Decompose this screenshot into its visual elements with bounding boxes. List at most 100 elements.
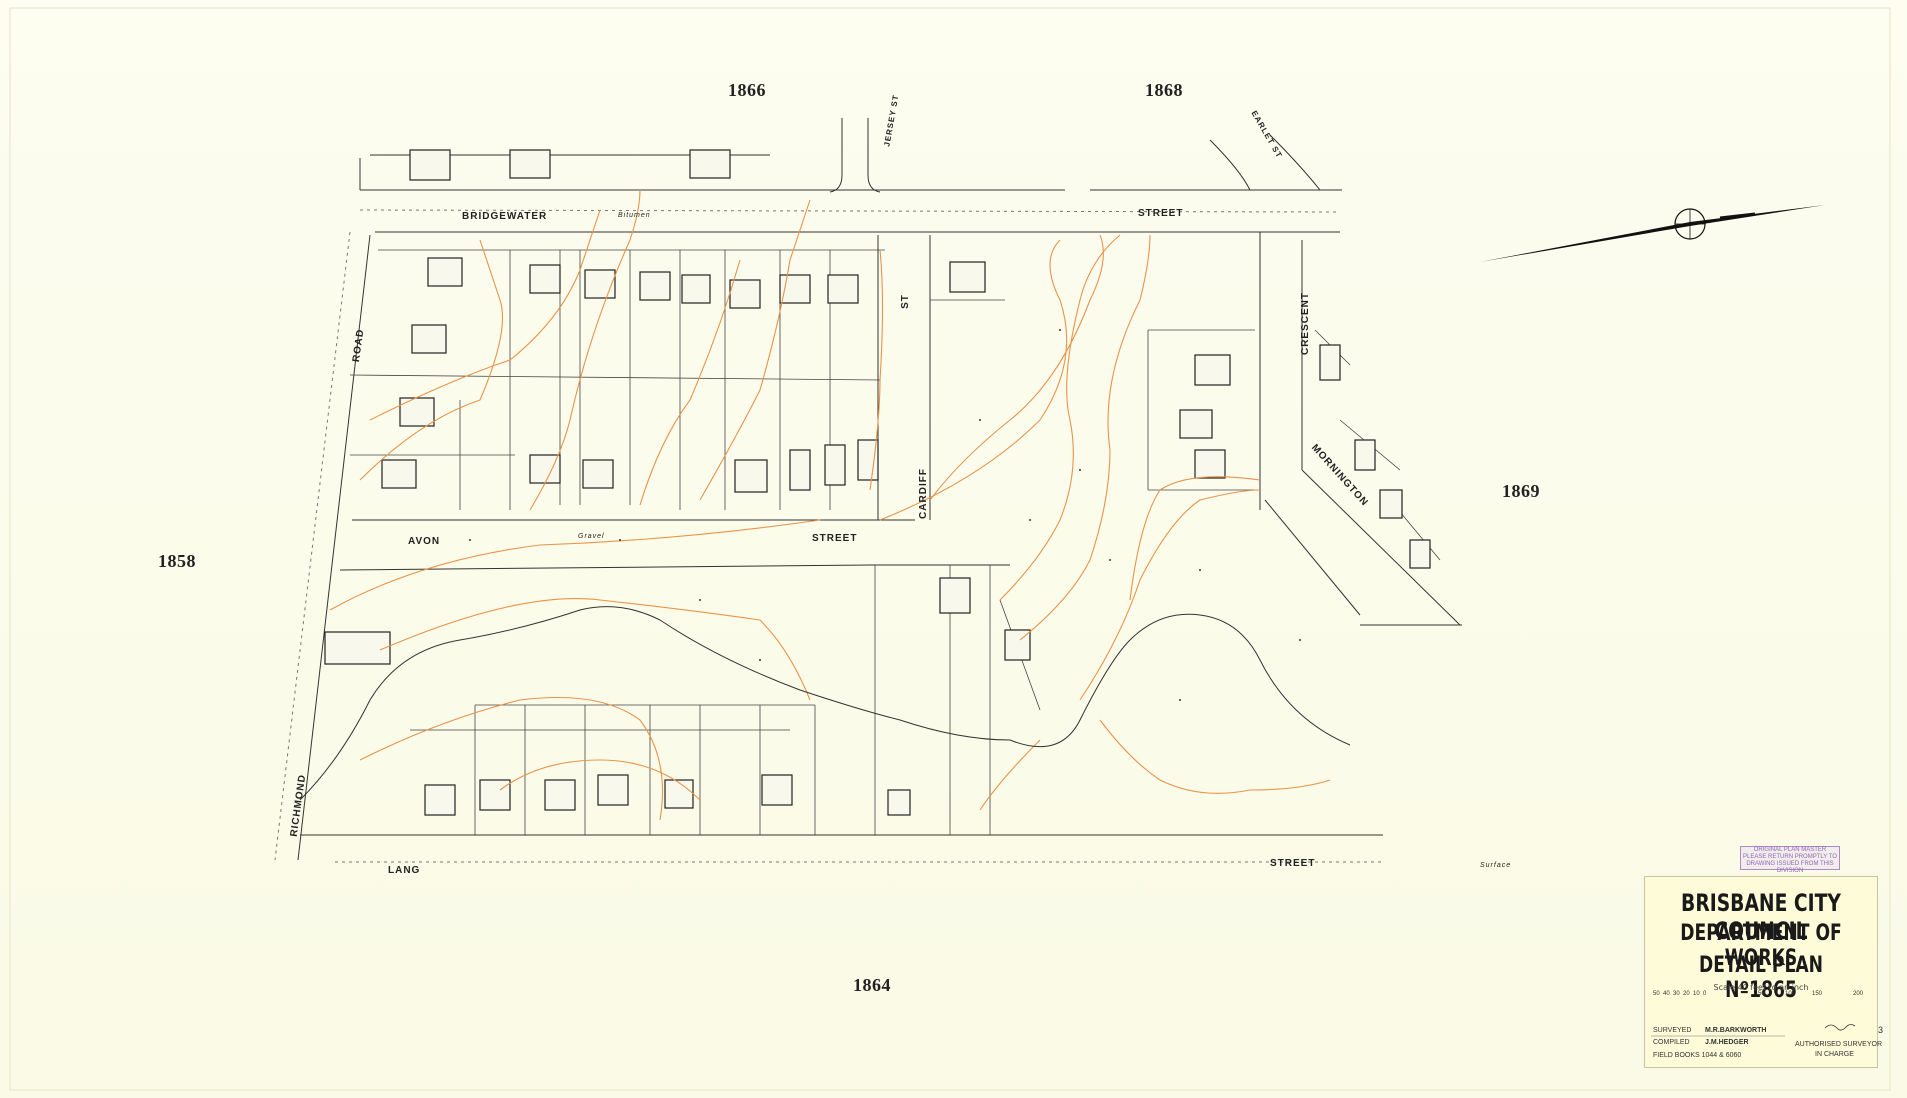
sheet-edge xyxy=(9,7,1891,1091)
field-books: FIELD BOOKS 1044 & 6060 xyxy=(1653,1052,1742,1059)
adjacent-plan-west: 1858 xyxy=(158,551,196,571)
bridgewater-centre xyxy=(359,209,1341,213)
building xyxy=(689,149,731,179)
street-label-bridgewater-street: STREET xyxy=(1138,208,1184,219)
contour xyxy=(499,759,701,801)
scale-tick-label: 10 xyxy=(1693,991,1700,997)
department-name: DEPARTMENT OF WORKS xyxy=(1680,921,1842,971)
earlet-kerb-east xyxy=(1269,134,1321,191)
scale-note: Scale 40 feet to an inch xyxy=(1713,983,1809,992)
building xyxy=(529,454,561,484)
building xyxy=(411,324,447,354)
building xyxy=(324,631,391,665)
scale-tick-label: 50 xyxy=(1758,991,1765,997)
adjacent-plan-east: 1869 xyxy=(1502,481,1540,501)
contour xyxy=(929,234,1104,501)
contour xyxy=(879,239,1068,521)
avon-south-kerb xyxy=(339,564,871,571)
compiled-by: J.M.HEDGER xyxy=(1705,1039,1749,1046)
plan-number: DETAIL PLAN Nº1865 xyxy=(1698,953,1824,1003)
building xyxy=(381,459,417,489)
street-label-avon: AVON xyxy=(408,536,441,547)
building xyxy=(479,779,511,811)
building xyxy=(887,789,911,816)
spot-height xyxy=(1079,469,1081,471)
contour xyxy=(1079,489,1261,701)
building xyxy=(1194,449,1226,479)
building xyxy=(681,274,711,304)
stamp-line: DRAWING ISSUED FROM THIS DIVISION xyxy=(1746,861,1834,874)
spot-height xyxy=(1199,569,1201,571)
scale-tick-label: 20 xyxy=(1683,991,1690,997)
north-arrow-head xyxy=(1719,212,1756,220)
archive-stamp: ORIGINAL PLAN MASTER PLEASE RETURN PROMP… xyxy=(1740,846,1840,874)
contour xyxy=(1019,234,1151,641)
building xyxy=(424,784,456,816)
building xyxy=(582,459,614,489)
north-arrow-icon xyxy=(1480,205,1825,262)
building xyxy=(1409,539,1431,569)
signature-mark xyxy=(1824,1024,1856,1031)
contour xyxy=(329,519,821,611)
building xyxy=(1379,489,1403,519)
building-footprints xyxy=(324,149,1431,816)
scale-tick-label: 150 xyxy=(1812,991,1823,997)
contour xyxy=(869,249,884,491)
building xyxy=(509,149,551,179)
contour xyxy=(359,239,504,481)
building xyxy=(939,577,971,614)
signature-lines xyxy=(1651,1024,1856,1037)
building xyxy=(544,779,576,811)
surface-note-bitumen: Bitumen xyxy=(618,212,651,219)
adjacent-plan-north-left: 1866 xyxy=(728,80,766,100)
mornington-kerb xyxy=(1264,499,1361,616)
building xyxy=(734,459,768,493)
street-label-cardiff-st: ST xyxy=(899,294,911,309)
scale-tick-label: 30 xyxy=(1673,991,1680,997)
contour xyxy=(529,189,641,511)
street-label-bridgewater: BRIDGEWATER xyxy=(462,211,548,222)
street-label-crescent: CRESCENT xyxy=(1300,291,1312,356)
spot-height xyxy=(1299,639,1301,641)
building xyxy=(399,397,435,427)
contour xyxy=(1129,476,1261,601)
road-lines xyxy=(274,118,1462,863)
surveyed-by: M.R.BARKWORTH xyxy=(1705,1027,1767,1034)
compiled-label: COMPILED xyxy=(1653,1039,1690,1046)
contour-lines xyxy=(329,189,1331,821)
lot-boundaries xyxy=(349,249,1441,835)
mornington-kerb-east xyxy=(1301,469,1461,626)
surface-note-gravel: Gravel xyxy=(578,533,605,540)
richmond-east-kerb xyxy=(297,234,371,861)
lot-line xyxy=(349,374,881,381)
earlet-kerb-west xyxy=(1209,139,1251,191)
contour xyxy=(979,739,1041,811)
building xyxy=(597,774,629,806)
building xyxy=(761,774,793,806)
contour xyxy=(1099,719,1331,794)
adjacent-plan-north-right: 1868 xyxy=(1145,80,1183,100)
spot-height xyxy=(469,539,471,541)
north-arrow-needle xyxy=(1480,205,1825,262)
title-block: BRISBANE CITY COUNCIL DEPARTMENT OF WORK… xyxy=(1644,876,1882,1068)
building xyxy=(824,444,846,486)
contour xyxy=(359,696,664,821)
building xyxy=(1194,354,1231,386)
reference-number: 3 xyxy=(1878,1025,1884,1035)
scale-tick-label: 50 xyxy=(1653,991,1660,997)
building xyxy=(529,264,561,294)
spot-height xyxy=(1179,699,1181,701)
scale-tick-label: 200 xyxy=(1853,991,1864,997)
contour xyxy=(639,259,741,506)
richmond-centre xyxy=(274,231,351,861)
contour xyxy=(369,209,601,421)
building xyxy=(1179,409,1213,439)
contour xyxy=(999,234,1121,601)
jersey-kerb-east xyxy=(867,118,881,193)
in-charge: IN CHARGE xyxy=(1815,1051,1854,1058)
street-label-avon-street: STREET xyxy=(812,533,858,544)
spot-height xyxy=(699,599,701,601)
surface-note-surface: Surface xyxy=(1480,862,1512,869)
